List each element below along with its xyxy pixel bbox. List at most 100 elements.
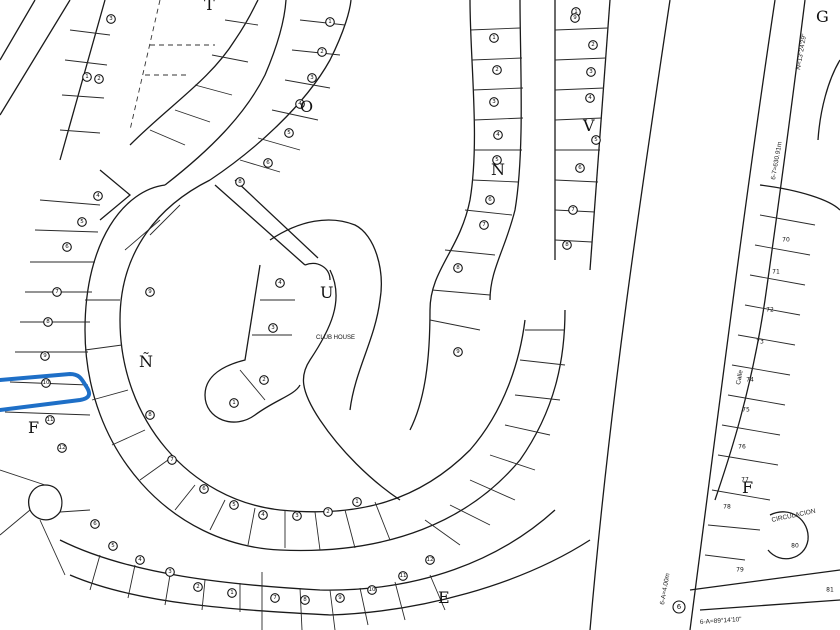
lot-number: 6 (488, 197, 492, 203)
lot-number: 11 (47, 417, 54, 423)
lot-number: 2 (591, 42, 595, 48)
lot-number: 6 (578, 165, 582, 171)
lot-marker-circle (479, 220, 489, 230)
lot-marker: 2 (259, 375, 269, 385)
lot-marker: 8 (145, 410, 155, 420)
lot-marker: 7 (52, 287, 62, 297)
lot-number: 8 (565, 242, 569, 248)
lot-number: 6 (266, 160, 270, 166)
lot-marker: 5 (229, 500, 239, 510)
lot-marker: 10 (41, 378, 51, 388)
lot-marker-circle (300, 595, 310, 605)
lot-marker-circle (259, 375, 269, 385)
lot-marker: 7 (568, 205, 578, 215)
lot-marker: 8 (235, 177, 245, 187)
lot-number: 8 (148, 412, 152, 418)
lot-marker-circle (492, 65, 502, 75)
lot-marker: 71 (772, 269, 780, 276)
lot-marker: 73 (756, 339, 764, 346)
lot-number: 12 (427, 557, 434, 563)
lot-marker: 79 (736, 567, 744, 574)
lot-number: 11 (400, 573, 407, 579)
lot-marker-circle (57, 443, 67, 453)
lot-marker-circle (295, 99, 305, 109)
lot-number: 5 (287, 130, 291, 136)
lot-marker: 6 (575, 163, 585, 173)
lot-marker: 1 (352, 497, 362, 507)
lot-marker-circle (135, 555, 145, 565)
bottom-angle-label: 6-A=89°14'10" (700, 615, 743, 626)
lot-marker: 3 (292, 511, 302, 521)
lot-number: 3 (109, 16, 113, 22)
lot-marker-circle (492, 155, 502, 165)
lot-marker-circle (108, 541, 118, 551)
lot-marker: 3 (268, 323, 278, 333)
lot-marker: 3 (165, 567, 175, 577)
block-label-n: N (491, 160, 505, 179)
lot-marker: 77 (741, 477, 749, 484)
lot-marker: 80 (791, 543, 799, 550)
lot-marker: 4 (258, 510, 268, 520)
lot-marker: 8 (562, 240, 572, 250)
lot-number: 5 (111, 543, 115, 549)
left-bottom-label: 6-A=4.00m (659, 573, 671, 606)
lot-marker: 6 (199, 484, 209, 494)
lot-marker: 1 (489, 33, 499, 43)
lot-number: 77 (741, 477, 749, 484)
lot-marker: 4 (585, 93, 595, 103)
lot-number: 10 (369, 587, 376, 593)
lot-marker: 5 (492, 155, 502, 165)
lot-marker: 4 (93, 191, 103, 201)
block-label-u: U (320, 283, 333, 302)
lot-number: 71 (772, 269, 780, 276)
lot-number: 7 (571, 207, 575, 213)
lot-number: 7 (55, 289, 59, 295)
lot-marker-circle (325, 17, 335, 27)
lot-number: 81 (826, 587, 834, 594)
lot-number: 4 (298, 101, 302, 107)
lot-marker: 5 (284, 128, 294, 138)
lot-number: 5 (495, 157, 499, 163)
lot-number: 9 (148, 289, 152, 295)
lot-number: 3 (271, 325, 275, 331)
lot-number: 9 (43, 353, 47, 359)
lot-marker-circle (199, 484, 209, 494)
lot-marker-circle (43, 317, 53, 327)
lot-number: 8 (46, 319, 50, 325)
lot-dividers (0, 19, 816, 630)
lot-marker: 9 (40, 351, 50, 361)
lot-marker-circle (352, 497, 362, 507)
lot-marker: 78 (723, 504, 731, 511)
lot-number: 6 (65, 244, 69, 250)
lot-number: 2 (326, 509, 330, 515)
lot-marker: 70 (782, 237, 790, 244)
lot-number: 2 (196, 584, 200, 590)
lot-marker-circle (270, 593, 280, 603)
lot-marker: 7 (270, 593, 280, 603)
lot-number: 4 (496, 132, 500, 138)
circulacion-label: CIRCULACION (771, 508, 817, 524)
lot-number: 4 (96, 193, 100, 199)
lot-number: 3 (492, 99, 496, 105)
corner-marker-label: 6 (677, 603, 682, 611)
lot-number: 3 (295, 513, 299, 519)
lot-number: 2 (262, 377, 266, 383)
lot-marker: 5 (108, 541, 118, 551)
lot-marker-circle (193, 582, 203, 592)
lot-marker: 76 (738, 444, 746, 451)
lot-marker: 3 (307, 73, 317, 83)
lot-number: 6 (202, 486, 206, 492)
lot-marker-circle (229, 398, 239, 408)
lot-marker: 8 (300, 595, 310, 605)
lot-marker: 7 (167, 455, 177, 465)
lot-number: 2 (97, 76, 101, 82)
lot-marker: 11 (45, 415, 55, 425)
lot-number: 4 (278, 280, 282, 286)
lot-number: 80 (791, 543, 799, 550)
lot-number: 7 (273, 595, 277, 601)
lot-number: 1 (574, 9, 578, 15)
lot-number: 73 (756, 339, 764, 346)
lot-marker: 4 (135, 555, 145, 565)
lot-marker-circle (90, 519, 100, 529)
